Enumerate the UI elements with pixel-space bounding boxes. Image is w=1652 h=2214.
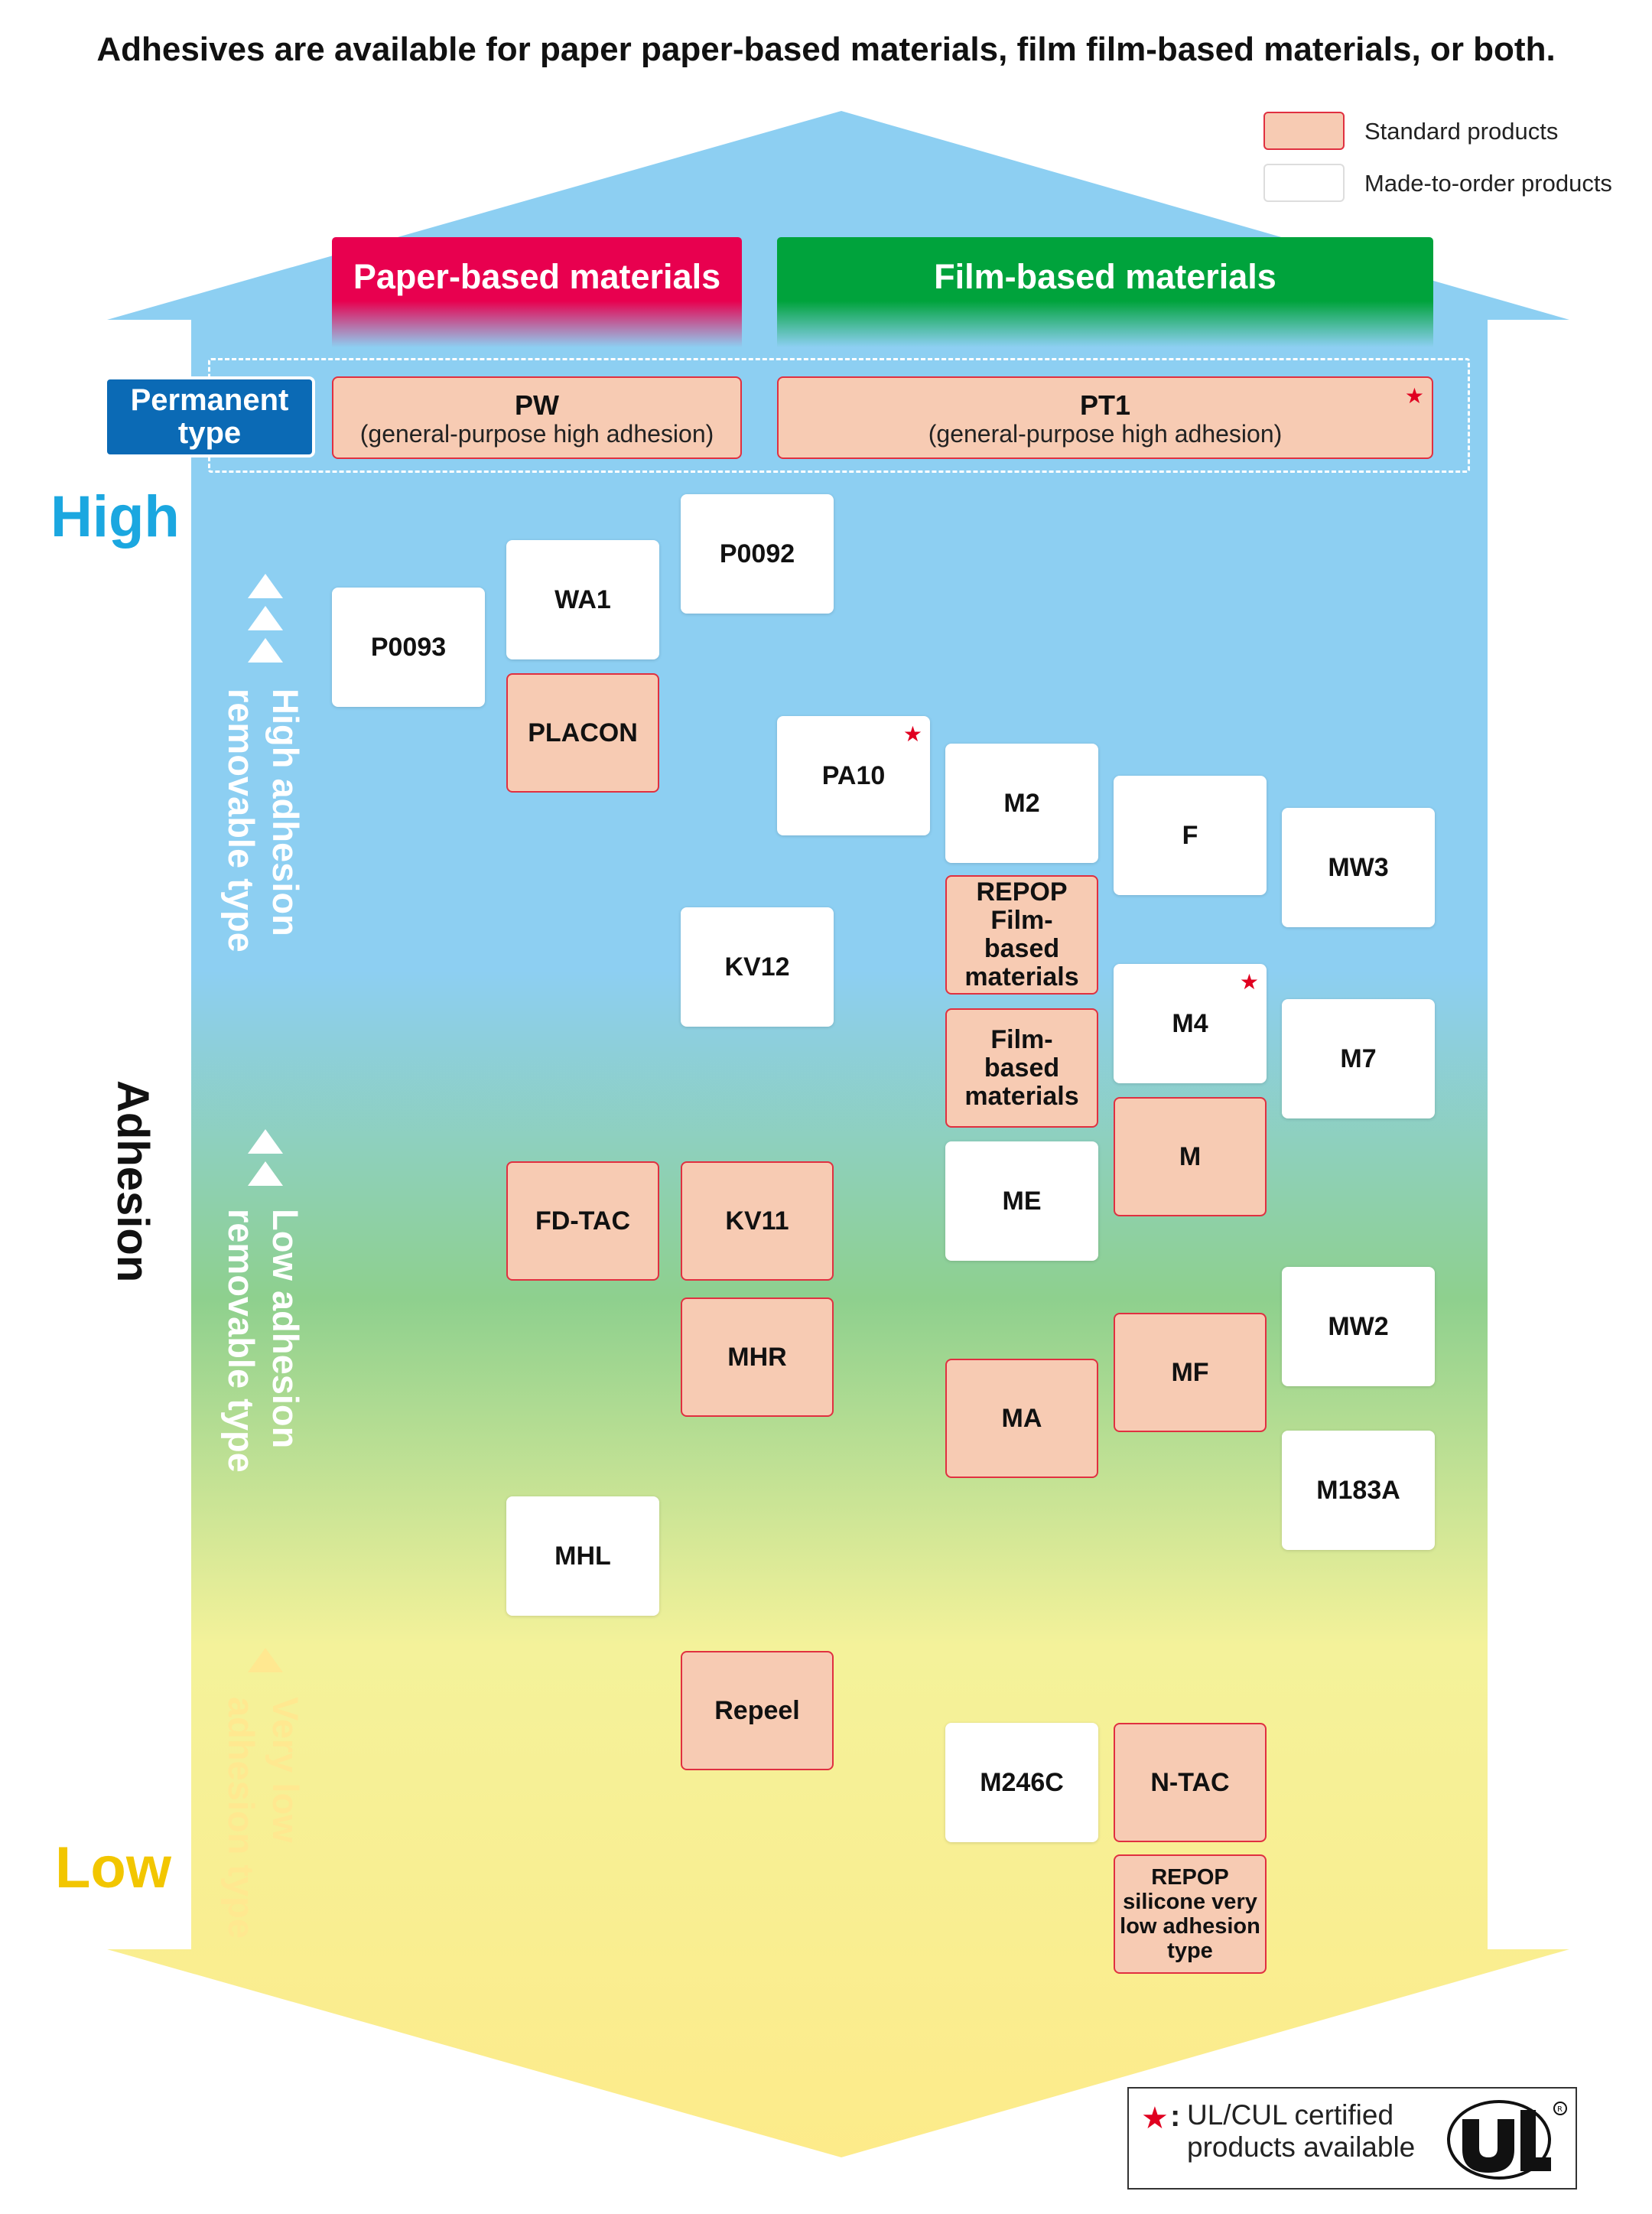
high-adhesion-triangle-1	[248, 574, 283, 598]
legend-made-to-order-swatch	[1263, 164, 1345, 202]
very-low-adhesion-label: Very low adhesion type	[221, 1697, 306, 1939]
product-m: M	[1114, 1097, 1267, 1216]
product-wa1: WA1	[506, 540, 659, 659]
product-film-based: Film-based materials	[945, 1008, 1098, 1128]
product-kv11: KV11	[681, 1161, 834, 1281]
product-repeel: Repeel	[681, 1651, 834, 1770]
film-based-header-label: Film-based materials	[934, 257, 1276, 296]
low-adhesion-triangle-2	[248, 1161, 283, 1186]
product-me: ME	[945, 1141, 1098, 1261]
very-low-adhesion-triangle	[248, 1648, 283, 1672]
product-m2: M2	[945, 744, 1098, 863]
product-mw2: MW2	[1282, 1267, 1435, 1386]
film-based-header: Film-based materials	[777, 237, 1433, 347]
product-placon: PLACON	[506, 673, 659, 793]
ul-star-icon: ★	[902, 722, 922, 746]
product-kv12: KV12	[681, 907, 834, 1027]
ul-star-icon: ★	[1239, 970, 1259, 994]
ul-star-icon: ★	[1404, 384, 1424, 408]
ul-star-icon: ★	[1141, 2102, 1169, 2135]
product-pt1: PT1 (general-purpose high adhesion) ★	[777, 376, 1433, 459]
level-high-label: High	[50, 484, 180, 549]
product-m183a: M183A	[1282, 1431, 1435, 1550]
high-adhesion-triangle-2	[248, 606, 283, 630]
low-adhesion-triangle-1	[248, 1129, 283, 1154]
product-mhl: MHL	[506, 1496, 659, 1616]
high-adhesion-triangle-3	[248, 638, 283, 663]
product-m246c: M246C	[945, 1723, 1098, 1842]
legend-standard-label: Standard products	[1364, 118, 1559, 145]
product-mf: MF	[1114, 1313, 1267, 1432]
product-repop-film: REPOP Film-based materials	[945, 875, 1098, 995]
product-pt1-subtitle: (general-purpose high adhesion)	[928, 420, 1283, 448]
ul-colon: :	[1170, 2099, 1181, 2133]
product-m7: M7	[1282, 999, 1435, 1118]
adhesion-axis-label: Adhesion	[108, 1080, 158, 1283]
legend-standard-swatch	[1263, 112, 1345, 150]
product-f: F	[1114, 776, 1267, 895]
product-ma: MA	[945, 1359, 1098, 1478]
product-mw3: MW3	[1282, 808, 1435, 927]
ul-logo-icon: R	[1447, 2100, 1567, 2180]
page-title: Adhesives are available for paper paper-…	[96, 31, 1556, 68]
low-adhesion-removable-label: Low adhesion removable type	[221, 1209, 306, 1473]
product-pw-name: PW	[515, 389, 559, 421]
permanent-type-line1: Permanent	[130, 383, 289, 417]
paper-based-header: Paper-based materials	[332, 237, 742, 347]
high-adhesion-removable-label: High adhesion removable type	[221, 689, 306, 952]
product-pw: PW (general-purpose high adhesion)	[332, 376, 742, 459]
product-pa10-label: PA10	[821, 760, 886, 790]
product-m4-label: M4	[1172, 1008, 1208, 1038]
permanent-type-label: Permanent type	[104, 376, 315, 457]
product-n-tac: N-TAC	[1114, 1723, 1267, 1842]
level-low-label: Low	[55, 1835, 171, 1900]
product-mhr: MHR	[681, 1297, 834, 1417]
product-m4: M4 ★	[1114, 964, 1267, 1083]
product-fd-tac: FD-TAC	[506, 1161, 659, 1281]
legend-made-to-order-label: Made-to-order products	[1364, 170, 1612, 197]
product-repop-silicone: REPOP silicone very low adhesion type	[1114, 1854, 1267, 1974]
product-p0092: P0092	[681, 494, 834, 614]
svg-text:R: R	[1557, 2105, 1563, 2114]
product-pw-subtitle: (general-purpose high adhesion)	[359, 420, 714, 448]
ul-certification-text: UL/CUL certified products available	[1187, 2099, 1416, 2163]
product-pt1-name: PT1	[1079, 389, 1131, 421]
paper-based-header-label: Paper-based materials	[353, 257, 721, 296]
product-pa10: PA10 ★	[777, 716, 930, 835]
product-p0093: P0093	[332, 588, 485, 707]
permanent-type-line2: type	[177, 416, 242, 450]
